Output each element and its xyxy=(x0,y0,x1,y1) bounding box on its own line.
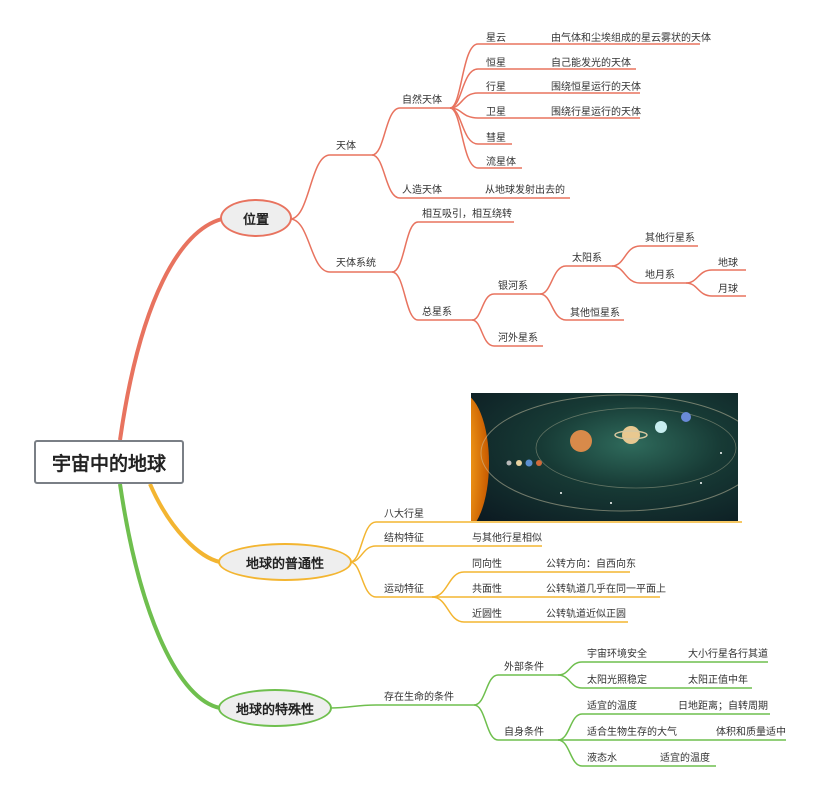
node-jinyuan[interactable]: 近圆性 xyxy=(472,609,502,620)
node-tianti[interactable]: 天体 xyxy=(336,141,356,152)
desc-weixing: 围绕行星运行的天体 xyxy=(551,107,641,118)
node-yueqiu[interactable]: 月球 xyxy=(718,284,738,295)
node-yinhexi[interactable]: 银河系 xyxy=(498,281,528,292)
desc-jinyuan: 公转轨道近似正圆 xyxy=(546,609,626,620)
node-huixing[interactable]: 彗星 xyxy=(486,133,506,144)
node-ziran[interactable]: 自然天体 xyxy=(402,95,442,106)
node-jiegou[interactable]: 结构特征 xyxy=(384,533,424,544)
node-hengxing[interactable]: 恒星 xyxy=(486,58,506,69)
desc-guangzhao: 太阳正值中年 xyxy=(688,675,748,686)
topic-teshu[interactable]: 地球的特殊性 xyxy=(218,689,332,727)
desc-jiegou: 与其他行星相似 xyxy=(472,533,542,544)
node-gongmian[interactable]: 共面性 xyxy=(472,584,502,595)
node-diqiu[interactable]: 地球 xyxy=(718,258,738,269)
node-zongxingxi[interactable]: 总星系 xyxy=(422,307,452,318)
node-qitahengxingxi[interactable]: 其他恒星系 xyxy=(570,308,620,319)
node-qitaxingxingxi[interactable]: 其他行星系 xyxy=(645,233,695,244)
desc-hengxing: 自己能发光的天体 xyxy=(551,58,631,69)
node-waibu[interactable]: 外部条件 xyxy=(504,662,544,673)
desc-wendu: 日地距离；自转周期 xyxy=(678,701,768,712)
node-zishen[interactable]: 自身条件 xyxy=(504,727,544,738)
desc-tongxiang: 公转方向：自西向东 xyxy=(546,559,636,570)
node-shui[interactable]: 液态水 xyxy=(587,753,617,764)
node-badaxingxing[interactable]: 八大行星 xyxy=(384,509,424,520)
node-diyuexi[interactable]: 地月系 xyxy=(645,270,675,281)
node-renzao[interactable]: 人造天体 xyxy=(402,185,442,196)
topic-weizhi[interactable]: 位置 xyxy=(220,199,292,237)
desc-shui: 适宜的温度 xyxy=(660,753,710,764)
node-weixing[interactable]: 卫星 xyxy=(486,107,506,118)
desc-gongmian: 公转轨道几乎在同一平面上 xyxy=(546,584,666,595)
node-huanjing[interactable]: 宇宙环境安全 xyxy=(587,649,647,660)
node-daqi[interactable]: 适合生物生存的大气 xyxy=(587,727,677,738)
desc-xingxing: 围绕恒星运行的天体 xyxy=(551,82,641,93)
node-hewai[interactable]: 河外星系 xyxy=(498,333,538,344)
node-wendu[interactable]: 适宜的温度 xyxy=(587,701,637,712)
desc-huanjing: 大小行星各行其道 xyxy=(688,649,768,660)
node-xianghu[interactable]: 相互吸引，相互绕转 xyxy=(422,209,512,220)
node-xingxing[interactable]: 行星 xyxy=(486,82,506,93)
desc-xingyun: 由气体和尘埃组成的星云雾状的天体 xyxy=(551,33,711,44)
node-tongxiang[interactable]: 同向性 xyxy=(472,559,502,570)
node-xingyun[interactable]: 星云 xyxy=(486,33,506,44)
node-liuxingti[interactable]: 流星体 xyxy=(486,157,516,168)
node-yundong[interactable]: 运动特征 xyxy=(384,584,424,595)
solar-system-image xyxy=(471,393,738,521)
root-node[interactable]: 宇宙中的地球 xyxy=(34,440,184,484)
desc-renzao: 从地球发射出去的 xyxy=(485,185,565,196)
node-taiyangxi[interactable]: 太阳系 xyxy=(572,253,602,264)
node-xitong[interactable]: 天体系统 xyxy=(336,258,376,269)
desc-daqi: 体积和质量适中 xyxy=(716,727,786,738)
node-cunzai[interactable]: 存在生命的条件 xyxy=(384,692,454,703)
node-guangzhao[interactable]: 太阳光照稳定 xyxy=(587,675,647,686)
topic-putong[interactable]: 地球的普通性 xyxy=(218,543,352,581)
